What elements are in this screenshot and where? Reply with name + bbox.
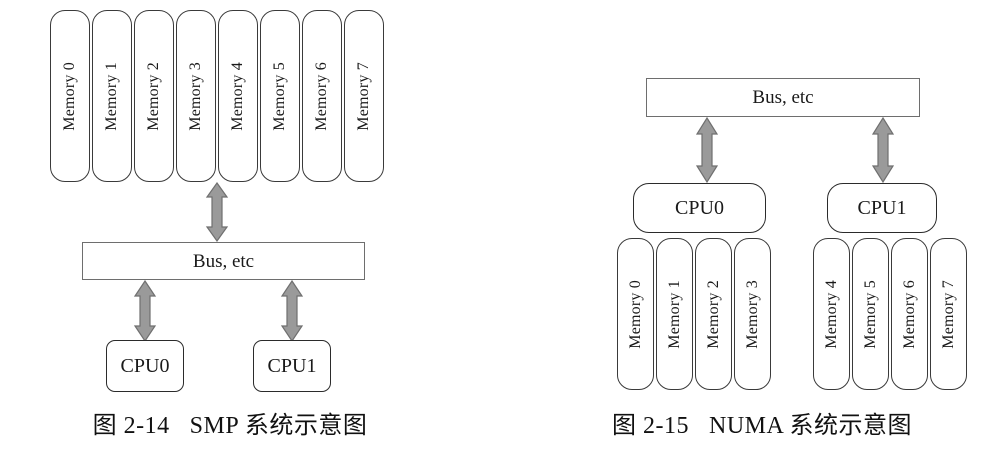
- numa-cpu-box-1: CPU1: [827, 183, 937, 233]
- numa-caption-prefix: 图 2-15: [611, 413, 689, 439]
- numa-bus-label: Bus, etc: [752, 87, 814, 108]
- smp-memory-label-6: Memory 6: [313, 61, 330, 131]
- numa-cpu-label-0: CPU0: [675, 197, 724, 219]
- smp-arrow-bus-cpu1: [280, 280, 304, 342]
- numa-caption-title: NUMA 系统示意图: [708, 413, 912, 439]
- numa-node1-memory-label-0: Memory 4: [822, 279, 840, 349]
- smp-memory-box-4: Memory 4: [218, 10, 258, 182]
- smp-arrow-bus-cpu0: [133, 280, 157, 342]
- numa-node1-memory-box-1: Memory 5: [852, 238, 889, 390]
- numa-bus-box: Bus, etc: [646, 78, 920, 117]
- smp-caption: 图 2-14 SMP 系统示意图: [0, 405, 460, 440]
- smp-memory-box-7: Memory 7: [344, 10, 384, 182]
- numa-cpu-label-1: CPU1: [857, 197, 907, 219]
- numa-diagram-canvas: Bus, etc CPU0 Memory 0 Memory 1 Memory 2: [497, 0, 994, 470]
- smp-caption-prefix: 图 2-14: [92, 413, 170, 439]
- smp-memory-box-2: Memory 2: [134, 10, 174, 182]
- smp-cpu-label-0: CPU0: [120, 355, 170, 377]
- smp-bus-label: Bus, etc: [192, 250, 255, 272]
- numa-node0-memory-box-0: Memory 0: [617, 238, 654, 390]
- smp-memory-box-3: Memory 3: [176, 10, 216, 182]
- numa-node1-memory-box-2: Memory 6: [891, 238, 928, 390]
- smp-memory-box-5: Memory 5: [260, 10, 300, 182]
- numa-node0-memory-label-0: Memory 0: [626, 279, 644, 349]
- numa-node0-memory-box-3: Memory 3: [734, 238, 771, 390]
- smp-memory-box-1: Memory 1: [92, 10, 132, 182]
- smp-cpu-label-1: CPU1: [267, 355, 317, 377]
- smp-memory-label-3: Memory 3: [187, 61, 204, 131]
- smp-arrow-memory-bus: [205, 182, 229, 242]
- smp-memory-box-6: Memory 6: [302, 10, 342, 182]
- smp-memory-box-0: Memory 0: [50, 10, 90, 182]
- numa-node1-memory-label-1: Memory 5: [861, 279, 879, 349]
- numa-node1-memory-label-2: Memory 6: [900, 279, 918, 349]
- numa-caption: 图 2-15 NUMA 系统示意图: [537, 405, 987, 440]
- numa-node0-memory-box-2: Memory 2: [695, 238, 732, 390]
- numa-node0-memory-label-3: Memory 3: [743, 279, 761, 349]
- smp-diagram-canvas: Memory 0 Memory 1 Memory 2 Memory 3 Memo…: [0, 10, 460, 440]
- smp-memory-label-1: Memory 1: [103, 61, 120, 131]
- numa-node1-memory-box-0: Memory 4: [813, 238, 850, 390]
- smp-memory-label-7: Memory 7: [355, 61, 372, 131]
- numa-arrow-bus-cpu0: [695, 117, 719, 183]
- numa-node1-memory-box-3: Memory 7: [930, 238, 967, 390]
- numa-node0-memory-label-2: Memory 2: [704, 279, 722, 349]
- numa-node0-memory-label-1: Memory 1: [665, 279, 683, 349]
- numa-cpu-box-0: CPU0: [633, 183, 766, 233]
- numa-node1-memory-label-3: Memory 7: [939, 279, 957, 349]
- smp-bus-box: Bus, etc: [82, 242, 365, 280]
- smp-memory-label-2: Memory 2: [145, 61, 162, 131]
- smp-memory-label-5: Memory 5: [271, 61, 288, 131]
- smp-memory-label-4: Memory 4: [229, 61, 246, 131]
- numa-arrow-bus-cpu1: [871, 117, 895, 183]
- numa-node0-memory-box-1: Memory 1: [656, 238, 693, 390]
- figure-smp: Memory 0 Memory 1 Memory 2 Memory 3 Memo…: [0, 10, 460, 440]
- smp-cpu-box-1: CPU1: [253, 340, 331, 392]
- smp-caption-title: SMP 系统示意图: [189, 413, 368, 439]
- smp-memory-label-0: Memory 0: [61, 61, 78, 131]
- smp-cpu-box-0: CPU0: [106, 340, 184, 392]
- figure-numa: Bus, etc CPU0 Memory 0 Memory 1 Memory 2: [497, 0, 994, 470]
